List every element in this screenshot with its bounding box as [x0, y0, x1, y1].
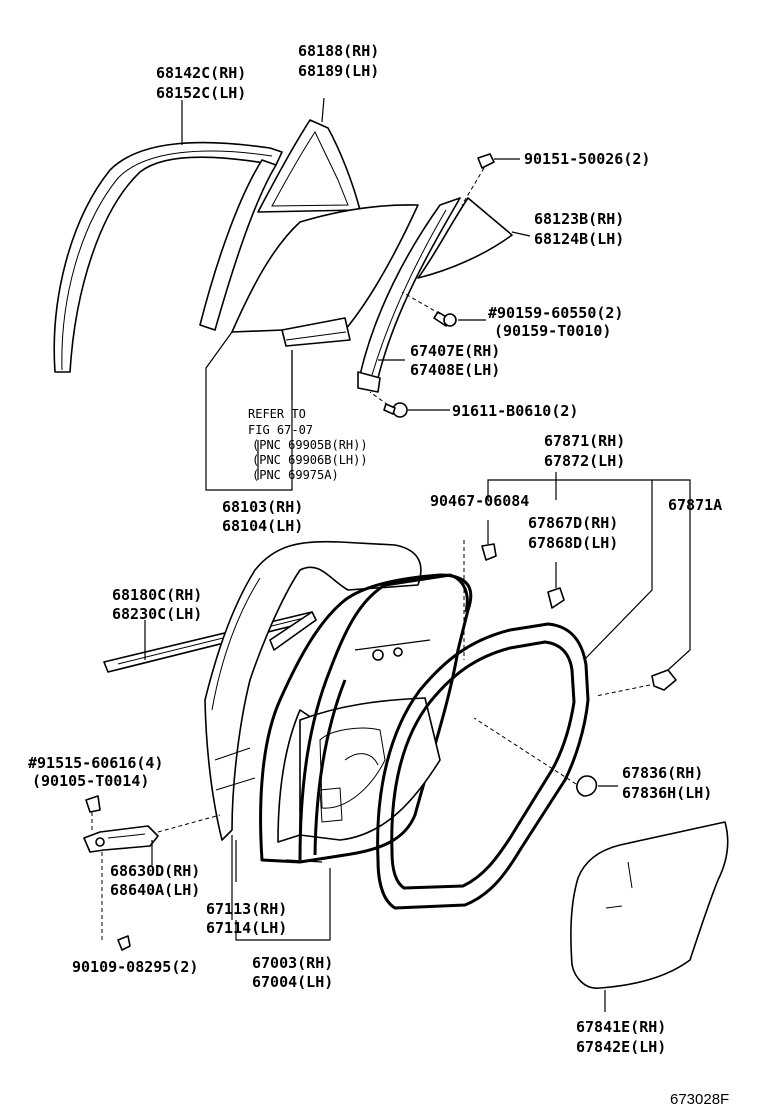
screw-90151-part — [461, 153, 520, 206]
label-90151: 90151-50026(2) — [524, 150, 650, 168]
svg-text:67836H(LH): 67836H(LH) — [622, 784, 712, 802]
svg-text:(90105-T0014): (90105-T0014) — [32, 772, 149, 790]
door-glass-part — [205, 204, 419, 491]
bolt-90159-part — [401, 291, 486, 327]
svg-text:67004(LH): 67004(LH) — [252, 973, 333, 991]
svg-text:68230C(LH): 68230C(LH) — [112, 605, 202, 623]
svg-text:68142C(RH): 68142C(RH) — [156, 64, 246, 82]
svg-text:68189(LH): 68189(LH) — [298, 62, 379, 80]
diagram-code: 673028F — [670, 1091, 729, 1108]
label-67871A: 67871A — [668, 496, 722, 514]
label-68188: 68188(RH) 68189(LH) — [298, 42, 379, 80]
label-68180: 68180C(RH) 68230C(LH) — [112, 586, 202, 623]
quarter-glass-part — [417, 197, 531, 279]
label-90159: #90159-60550(2) (90159-T0010) — [488, 304, 623, 340]
svg-text:67867D(RH): 67867D(RH) — [528, 514, 618, 532]
svg-text:68104(LH): 68104(LH) — [222, 517, 303, 535]
svg-text:90151-50026(2): 90151-50026(2) — [524, 150, 650, 168]
svg-text:#90159-60550(2): #90159-60550(2) — [488, 304, 623, 322]
door-frame-loop-part — [298, 573, 469, 861]
svg-text:68103(RH): 68103(RH) — [222, 498, 303, 516]
door-inner-frame-part — [235, 573, 473, 941]
clip-90467-part — [463, 520, 497, 660]
label-67113: 67113(RH) 67114(LH) — [206, 900, 287, 937]
svg-text:67114(LH): 67114(LH) — [206, 919, 287, 937]
svg-text:#91515-60616(4): #91515-60616(4) — [28, 754, 163, 772]
label-91515: #91515-60616(4) (90105-T0014) — [28, 754, 163, 790]
label-68142: 68142C(RH) 68152C(LH) — [156, 64, 246, 102]
division-bar-part — [357, 197, 461, 393]
svg-text:68630D(RH): 68630D(RH) — [110, 862, 200, 880]
svg-text:67113(RH): 67113(RH) — [206, 900, 287, 918]
service-hole-cover-part — [570, 821, 729, 1012]
clip-67867-part — [547, 562, 565, 609]
svg-text:90109-08295(2): 90109-08295(2) — [72, 958, 198, 976]
svg-text:68152C(LH): 68152C(LH) — [156, 84, 246, 102]
svg-text:67871(RH): 67871(RH) — [544, 432, 625, 450]
svg-text:673028F: 673028F — [670, 1091, 729, 1108]
label-68103: 68103(RH) 68104(LH) — [222, 498, 303, 535]
label-67836: 67836(RH) 67836H(LH) — [622, 764, 712, 802]
door-weatherstrip-part — [376, 622, 590, 910]
glass-run-triangle-part — [257, 97, 361, 213]
svg-text:67842E(LH): 67842E(LH) — [576, 1038, 666, 1056]
label-67841: 67841E(RH) 67842E(LH) — [576, 1018, 666, 1056]
svg-text:67408E(LH): 67408E(LH) — [410, 361, 500, 379]
window-frame-moulding-part — [53, 141, 283, 373]
svg-text:68640A(LH): 68640A(LH) — [110, 881, 200, 899]
svg-text:68123B(RH): 68123B(RH) — [534, 210, 624, 228]
label-68630: 68630D(RH) 68640A(LH) — [110, 862, 200, 899]
label-91611: 91611-B0610(2) — [452, 402, 578, 420]
door-hinge-part — [83, 795, 221, 951]
svg-text:67871A: 67871A — [668, 496, 722, 514]
svg-text:67836(RH): 67836(RH) — [622, 764, 703, 782]
label-refer-to: REFER TO FIG 67-07 (PNC 69905B(RH)) (PNC… — [248, 407, 368, 482]
svg-text:67003(RH): 67003(RH) — [252, 954, 333, 972]
label-67867: 67867D(RH) 67868D(LH) — [528, 514, 618, 552]
svg-text:67841E(RH): 67841E(RH) — [576, 1018, 666, 1036]
svg-text:(90159-T0010): (90159-T0010) — [494, 322, 611, 340]
svg-text:(PNC 69975A): (PNC 69975A) — [252, 468, 339, 482]
svg-text:67407E(RH): 67407E(RH) — [410, 342, 500, 360]
clip-67871A-part — [595, 505, 691, 697]
svg-text:FIG 67-07: FIG 67-07 — [248, 423, 313, 437]
svg-text:REFER TO: REFER TO — [248, 407, 306, 421]
label-90109: 90109-08295(2) — [72, 958, 198, 976]
leader-lines — [181, 100, 691, 882]
svg-text:67868D(LH): 67868D(LH) — [528, 534, 618, 552]
svg-text:68180C(RH): 68180C(RH) — [112, 586, 202, 604]
svg-text:68124B(LH): 68124B(LH) — [534, 230, 624, 248]
label-67003: 67003(RH) 67004(LH) — [252, 954, 333, 991]
plug-67836-part — [473, 717, 618, 797]
svg-text:68188(RH): 68188(RH) — [298, 42, 379, 60]
svg-text:91611-B0610(2): 91611-B0610(2) — [452, 402, 578, 420]
svg-text:90467-06084: 90467-06084 — [430, 492, 529, 510]
label-67871: 67871(RH) 67872(LH) — [544, 432, 625, 470]
label-67407: 67407E(RH) 67408E(LH) — [410, 342, 500, 379]
bolt-91611-part — [369, 391, 450, 418]
svg-text:(PNC 69905B(RH)): (PNC 69905B(RH)) — [252, 438, 368, 452]
door-panel-part — [204, 540, 422, 920]
svg-text:(PNC 69906B(LH)): (PNC 69906B(LH)) — [252, 453, 368, 467]
label-90467: 90467-06084 — [430, 492, 529, 510]
label-68123: 68123B(RH) 68124B(LH) — [534, 210, 624, 248]
svg-text:67872(LH): 67872(LH) — [544, 452, 625, 470]
